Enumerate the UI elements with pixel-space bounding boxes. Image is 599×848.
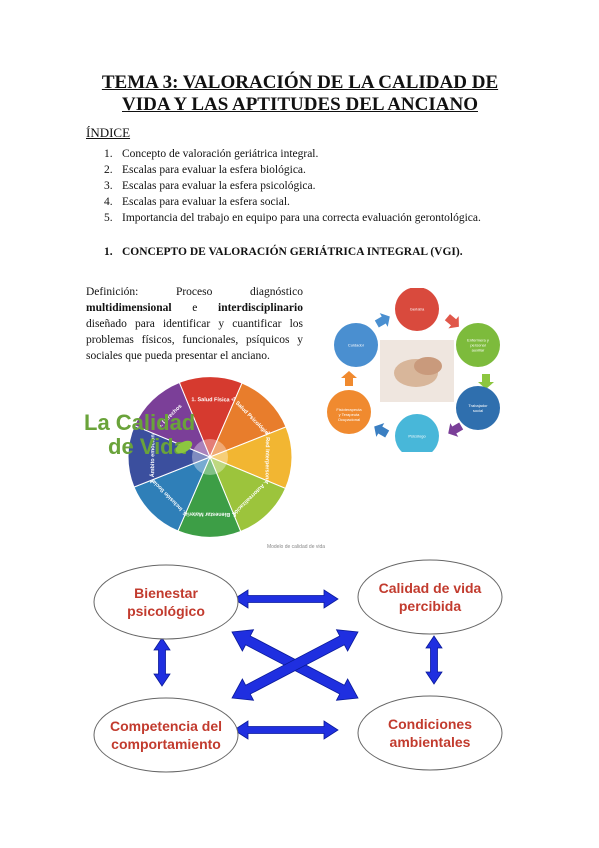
index-item: 4. Escalas para evaluar la esfera social. — [104, 194, 481, 210]
index-item-number: 5. — [104, 212, 113, 224]
section-title: CONCEPTO DE VALORACIÓN GERIÁTRICA INTEGR… — [122, 246, 463, 258]
diagram-node-label: psicológico — [127, 603, 205, 619]
wheel-segment — [209, 382, 287, 458]
cycle-arrow — [444, 314, 459, 329]
diagram-node-label: Calidad de vida — [379, 580, 482, 596]
index-item: 3. Escalas para evaluar la esfera psicoló… — [104, 178, 481, 194]
wheel-segment-label: 5. Bienestar Material — [182, 511, 236, 517]
cycle-arrow — [478, 374, 494, 389]
cycle-node-label: Psicólogo — [408, 434, 426, 439]
diagram-node — [93, 697, 239, 773]
wheel-segment — [177, 455, 242, 538]
cycle-node-label: Enfermera y — [467, 338, 489, 343]
definition-paragraph: Definición: Proceso diagnóstico multidimen… — [86, 284, 303, 364]
cycle-node — [395, 414, 439, 452]
index-item-number: 1. — [104, 148, 113, 160]
cycle-node-label: personal — [470, 343, 485, 348]
wheel-segment-label: 3. Red Interpersonal — [264, 431, 270, 484]
diagram-caption: Modelo de calidad de vida — [267, 544, 325, 550]
page-title: TEMA 3: VALORACIÓN DE LA CALIDAD DE VIDA… — [60, 72, 540, 116]
cycle-node-label: Fisioterapeuta — [336, 407, 362, 412]
definition-word: diagnóstico — [249, 286, 303, 298]
title-line-1: TEMA 3: VALORACIÓN DE LA CALIDAD DE — [101, 72, 499, 93]
diagram-node — [93, 564, 239, 640]
diagram-node-label: comportamiento — [111, 736, 221, 752]
definition-word: e — [192, 302, 198, 314]
diagram-node — [357, 695, 503, 771]
index-item: 5. Importancia del trabajo en equipo para… — [104, 210, 481, 226]
index-item-text: Concepto de valoración geriátrica integr… — [122, 148, 319, 160]
hands-photo-detail — [414, 357, 442, 375]
diagram-node-label: Bienestar — [134, 585, 198, 601]
wheel-segment-label: 1. Salud Física — [191, 397, 230, 403]
cycle-node-label: Ocupacional — [338, 417, 360, 422]
definition-word: Proceso — [175, 286, 213, 298]
wheel-segment — [208, 426, 293, 490]
cycle-node-label: Trabajador — [468, 403, 488, 408]
definition-bold-term: interdisciplinario — [218, 302, 303, 314]
double-arrow — [425, 635, 443, 685]
wheel-segment — [133, 381, 211, 458]
wheel-center — [192, 439, 228, 475]
cycle-node-label: auxiliar — [472, 348, 485, 353]
cycle-node — [327, 390, 371, 434]
wheel-logo-line-1: La Calidad — [84, 410, 195, 435]
cycle-node-label: social — [473, 408, 483, 413]
double-arrow — [233, 589, 339, 609]
cycle-node-label: Cuidador — [348, 343, 365, 348]
diagram-node-label: Condiciones — [388, 716, 472, 732]
diagram-node — [357, 559, 503, 635]
index-item: 2. Escalas para evaluar la esfera biológi… — [104, 162, 481, 178]
index-item-text: Escalas para evaluar la esfera social. — [122, 196, 290, 208]
index-item-number: 3. — [104, 180, 113, 192]
cycle-node — [395, 288, 439, 331]
wheel-segment — [178, 376, 243, 459]
index-item: 1. Concepto de valoración geriátrica inte… — [104, 146, 481, 162]
index-item-number: 2. — [104, 164, 113, 176]
cycle-node — [456, 323, 500, 367]
cycle-node — [456, 386, 500, 430]
quality-of-life-model-diagram: Modelo de calidad de vida Bienestar psico… — [93, 544, 503, 773]
cycle-arrow — [341, 371, 357, 386]
cycle-arrow — [448, 422, 464, 437]
index-item-text: Escalas para evaluar la esfera biológica… — [122, 164, 306, 176]
diagram-node-label: Competencia del — [110, 718, 222, 734]
definition-bold-term: multidimensional — [86, 302, 172, 314]
cycle-arrow — [374, 423, 390, 438]
double-arrow — [233, 720, 339, 740]
definition-rest: diseñado para identificar y cuantificar … — [86, 318, 303, 362]
index-item-number: 4. — [104, 196, 113, 208]
double-arrow — [153, 637, 171, 687]
index-list: 1. Concepto de valoración geriátrica inte… — [104, 146, 481, 226]
wheel-segment — [133, 456, 211, 532]
title-line-2: VIDA Y LAS APTITUDES DEL ANCIANO — [122, 94, 478, 115]
definition-word: Definición: — [86, 286, 139, 298]
cycle-arrow — [374, 313, 390, 328]
diagram-node-label: ambientales — [390, 734, 471, 750]
wheel-segment — [127, 424, 212, 488]
section-number: 1. — [104, 246, 113, 258]
wheel-logo-line-2: de Vida — [108, 434, 187, 459]
index-item-text: Escalas para evaluar la esfera psicológi… — [122, 180, 316, 192]
leaf-icon — [175, 440, 193, 454]
double-arrow — [231, 629, 359, 701]
cycle-node-label: Geriatra — [410, 307, 425, 312]
diagram-arrows — [153, 589, 443, 740]
cycle-node-label: y Terapeuta — [339, 412, 361, 417]
index-item-text: Importancia del trabajo en equipo para u… — [122, 212, 481, 224]
index-heading: ÍNDICE — [86, 125, 131, 140]
section-heading: 1. CONCEPTO DE VALORACIÓN GERIÁTRICA INTE… — [104, 246, 463, 258]
wheel-segment-label: 7. Ámbito emocional — [149, 429, 156, 483]
wheel-segment — [209, 456, 287, 533]
diagram-node-label: percibida — [399, 598, 461, 614]
diagram-nodes: Bienestar psicológico Calidad de vida perci… — [93, 559, 503, 773]
cycle-node — [334, 323, 378, 367]
